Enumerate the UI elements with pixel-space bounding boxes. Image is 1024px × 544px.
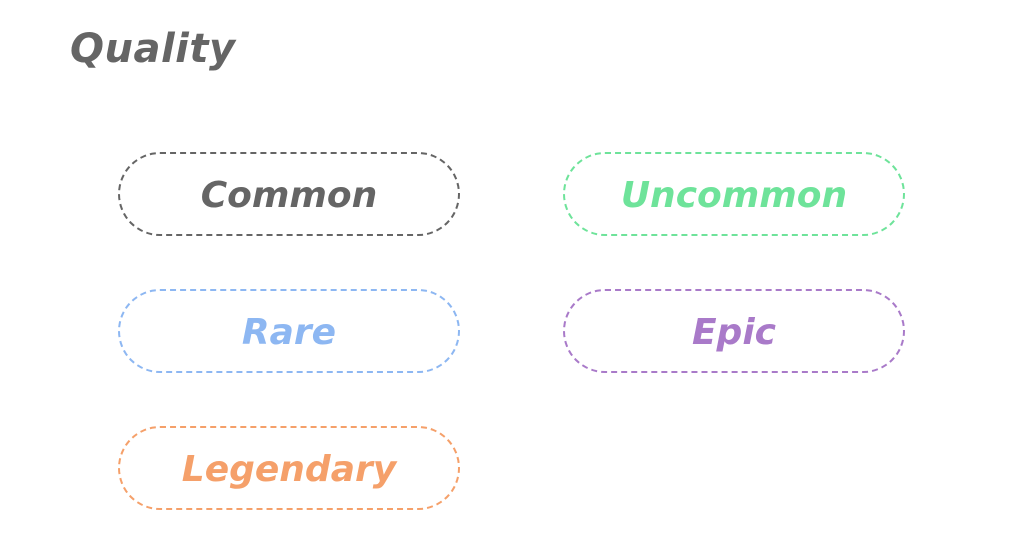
quality-option-common[interactable]: Common <box>118 152 460 236</box>
page-title: Quality <box>70 26 236 72</box>
quality-label-legendary: Legendary <box>181 449 397 490</box>
quality-label-common: Common <box>200 175 378 216</box>
quality-label-epic: Epic <box>691 312 777 353</box>
quality-option-rare[interactable]: Rare <box>118 289 460 373</box>
quality-label-uncommon: Uncommon <box>620 175 848 216</box>
quality-option-uncommon[interactable]: Uncommon <box>563 152 905 236</box>
quality-option-epic[interactable]: Epic <box>563 289 905 373</box>
quality-option-legendary[interactable]: Legendary <box>118 426 460 510</box>
quality-label-rare: Rare <box>241 312 337 353</box>
